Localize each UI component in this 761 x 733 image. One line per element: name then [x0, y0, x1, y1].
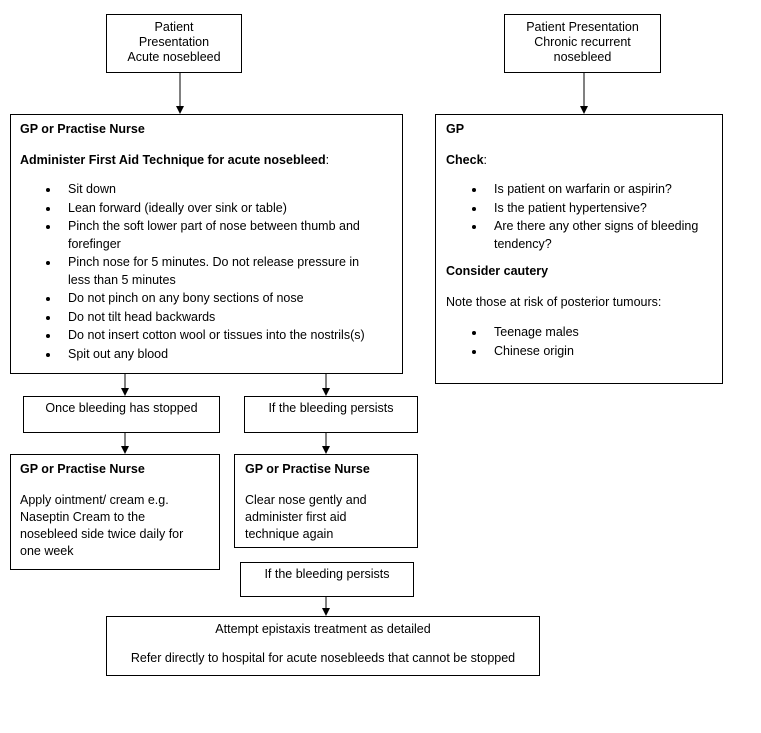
first-aid-item: Do not pinch on any bony sections of nos…: [46, 290, 383, 308]
bleeding-persists-box-2: If the bleeding persists: [240, 562, 414, 597]
risk-list: Teenage males Chinese origin: [446, 324, 712, 360]
first-aid-list: Sit down Lean forward (ideally over sink…: [20, 181, 393, 363]
consider-cautery: Consider cautery: [446, 264, 549, 278]
bleeding-persists-label-2: If the bleeding persists: [264, 567, 390, 581]
first-aid-item: Sit down: [46, 181, 383, 199]
clear-nose-title: GP or Practise Nurse: [245, 462, 370, 476]
clear-nose-box: GP or Practise Nurse Clear nose gently a…: [234, 454, 418, 548]
chronic-presentation-line: Chronic recurrent: [534, 35, 631, 49]
posterior-tumours-note: Note those at risk of posterior tumours:: [446, 295, 662, 309]
check-heading: Check:: [446, 152, 712, 169]
acute-presentation-line: Patient: [154, 20, 194, 34]
bleeding-persists-label: If the bleeding persists: [268, 401, 394, 415]
bleeding-persists-box: If the bleeding persists: [244, 396, 418, 433]
acute-presentation-line: Acute nosebleed: [127, 50, 221, 64]
ointment-box: GP or Practise Nurse Apply ointment/ cre…: [10, 454, 220, 570]
check-item: Is patient on warfarin or aspirin?: [472, 181, 706, 199]
epistaxis-line-1: Attempt epistaxis treatment as detailed: [215, 622, 431, 636]
epistaxis-box: Attempt epistaxis treatment as detailed …: [106, 616, 540, 676]
gp-chronic-box: GP Check: Is patient on warfarin or aspi…: [435, 114, 723, 384]
chronic-presentation-box: Patient Presentation Chronic recurrent n…: [504, 14, 661, 73]
first-aid-subtitle: Administer First Aid Technique for acute…: [20, 152, 393, 169]
first-aid-subtitle-tail: :: [325, 153, 330, 167]
acute-presentation-box: Patient Presentation Acute nosebleed: [106, 14, 242, 73]
check-heading-tail: :: [483, 153, 488, 167]
first-aid-item: Lean forward (ideally over sink or table…: [46, 200, 383, 218]
bleeding-stopped-label: Once bleeding has stopped: [45, 401, 198, 415]
first-aid-subtitle-bold: Administer First Aid Technique for acute…: [20, 153, 326, 167]
chronic-presentation-line: Patient Presentation: [526, 20, 639, 34]
check-heading-bold: Check: [446, 153, 484, 167]
first-aid-item: Pinch the soft lower part of nose betwee…: [46, 218, 383, 253]
first-aid-item: Do not insert cotton wool or tissues int…: [46, 327, 383, 345]
first-aid-title: GP or Practise Nurse: [20, 122, 145, 136]
first-aid-item: Spit out any blood: [46, 346, 383, 364]
epistaxis-line-2: Refer directly to hospital for acute nos…: [130, 651, 516, 665]
bleeding-stopped-box: Once bleeding has stopped: [23, 396, 220, 433]
first-aid-box: GP or Practise Nurse Administer First Ai…: [10, 114, 403, 374]
first-aid-item: Do not tilt head backwards: [46, 309, 383, 327]
gp-chronic-title: GP: [446, 122, 465, 136]
risk-item: Chinese origin: [472, 343, 712, 361]
check-item: Is the patient hypertensive?: [472, 200, 706, 218]
first-aid-item: Pinch nose for 5 minutes. Do not release…: [46, 254, 383, 289]
clear-nose-text: Clear nose gently and administer first a…: [245, 493, 367, 541]
ointment-title: GP or Practise Nurse: [20, 462, 145, 476]
ointment-text: Apply ointment/ cream e.g. Naseptin Crea…: [20, 493, 184, 558]
check-item: Are there any other signs of bleeding te…: [472, 218, 706, 253]
check-list: Is patient on warfarin or aspirin? Is th…: [446, 181, 712, 253]
risk-item: Teenage males: [472, 324, 712, 342]
chronic-presentation-line: nosebleed: [553, 50, 612, 64]
acute-presentation-line: Presentation: [138, 35, 210, 49]
